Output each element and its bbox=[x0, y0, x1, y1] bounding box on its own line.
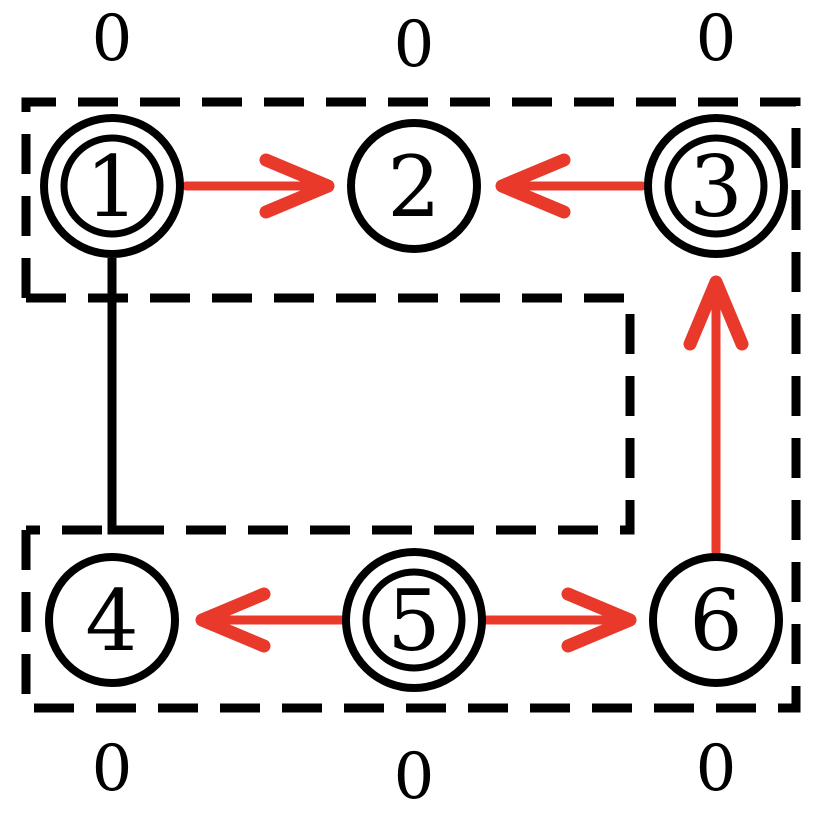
value-label-bottom-5: 0 bbox=[394, 740, 435, 814]
value-label-top-3: 0 bbox=[696, 2, 737, 76]
value-label-top-2: 0 bbox=[394, 8, 435, 82]
arrowhead-3-2 bbox=[495, 153, 571, 219]
edge-1-4 bbox=[107, 258, 128, 535]
node-4-label: 4 bbox=[85, 572, 138, 670]
node-2-ring bbox=[347, 119, 481, 253]
edges bbox=[107, 153, 749, 653]
value-label-bottom-6: 0 bbox=[696, 732, 737, 806]
node-1-label: 1 bbox=[85, 138, 138, 236]
node-2: 2 bbox=[347, 119, 481, 253]
arrowhead-5-6 bbox=[561, 587, 637, 653]
value-label-bottom-4: 0 bbox=[92, 732, 133, 806]
node-1: 1 bbox=[40, 114, 184, 258]
node-3: 3 bbox=[644, 114, 788, 258]
node-3-label: 3 bbox=[689, 138, 742, 236]
node-6-label: 6 bbox=[689, 572, 742, 670]
node-5: 5 bbox=[342, 548, 486, 692]
node-6: 6 bbox=[649, 553, 783, 687]
node-5-label: 5 bbox=[387, 572, 440, 670]
arrowhead-1-2 bbox=[259, 153, 335, 219]
node-4-ring bbox=[45, 553, 179, 687]
node-5-inner-ring bbox=[362, 568, 466, 672]
group-boundary-bottom bbox=[21, 240, 801, 713]
node-6-ring bbox=[649, 553, 783, 687]
group-boundary-top bbox=[21, 97, 801, 298]
node-1-inner-ring bbox=[60, 134, 164, 238]
arrowhead-6-3 bbox=[683, 275, 749, 351]
node-4: 4 bbox=[45, 553, 179, 687]
node-2-label: 2 bbox=[387, 138, 440, 236]
group-boundaries bbox=[21, 97, 801, 713]
nodes: 1 2 3 4 5 6 bbox=[40, 114, 788, 692]
value-label-top-1: 0 bbox=[92, 2, 133, 76]
arrowhead-5-4 bbox=[195, 587, 271, 653]
node-3-inner-ring bbox=[664, 134, 768, 238]
group-boundary-top-inner bbox=[26, 293, 635, 535]
